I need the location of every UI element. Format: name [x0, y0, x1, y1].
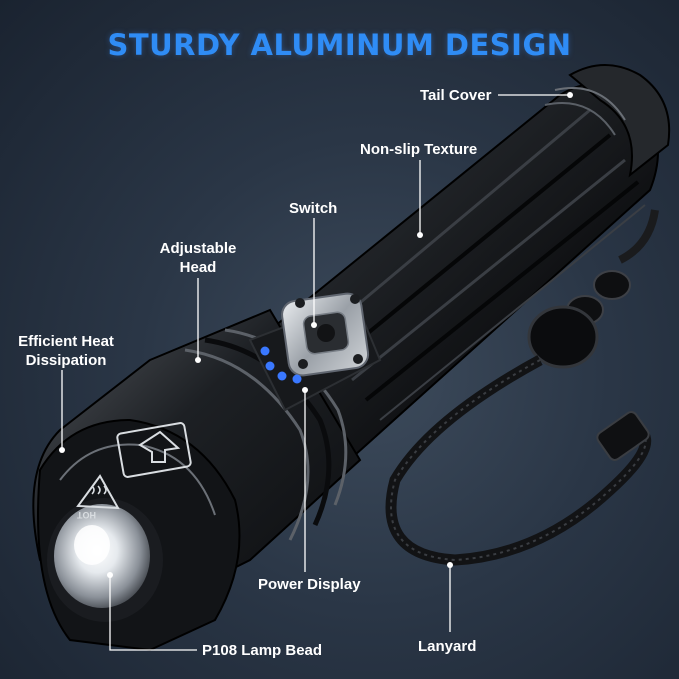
label-switch: Switch — [289, 200, 338, 217]
label-lanyard: Lanyard — [418, 638, 477, 655]
label-adjustable-head-line1: Adjustable — [159, 240, 237, 257]
page-title: STURDY ALUMINUM DESIGN — [107, 28, 572, 62]
label-heat-line1: Efficient Heat — [18, 333, 114, 350]
callout-lines — [59, 92, 573, 651]
switch-housing — [248, 292, 382, 412]
label-lamp-bead: P108 Lamp Bead — [202, 642, 323, 659]
lanyard — [385, 209, 659, 566]
power-dot — [292, 374, 302, 384]
label-non-slip-texture: Non-slip Texture — [360, 141, 478, 158]
label-power-display: Power Display — [258, 576, 361, 593]
label-heat-line2: Dissipation — [25, 352, 107, 369]
label-tail-cover: Tail Cover — [420, 87, 492, 104]
label-adjustable-head: Adjustable Head — [148, 239, 248, 277]
power-dot — [265, 361, 275, 371]
tail-cap — [544, 64, 671, 178]
label-heat-dissipation: Efficient Heat Dissipation — [6, 332, 126, 370]
hot-marking: HOT — [77, 510, 97, 520]
power-display-indicators — [260, 346, 302, 384]
power-dot — [260, 346, 270, 356]
power-dot — [277, 371, 287, 381]
lamp-bead-pointer — [109, 575, 197, 651]
label-adjustable-head-line2: Head — [179, 259, 217, 276]
